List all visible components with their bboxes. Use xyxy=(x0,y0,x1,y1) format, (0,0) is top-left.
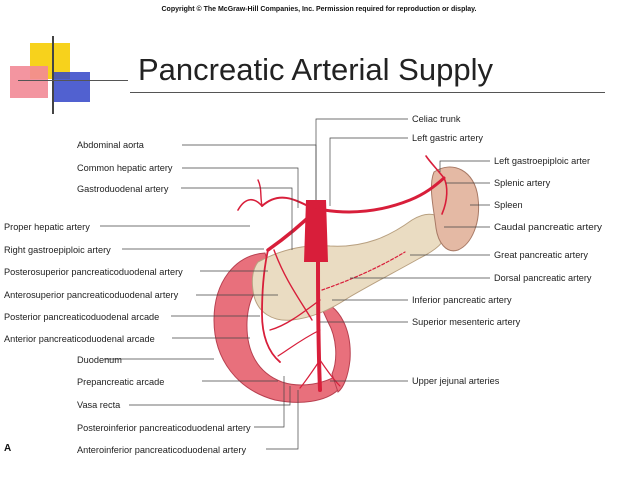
duodenum-shape xyxy=(213,252,343,403)
decor-horizontal-line xyxy=(18,80,128,81)
label-abdominal-aorta: Abdominal aorta xyxy=(77,140,145,150)
label-right-gastroepiploic-artery: Right gastroepiploic artery xyxy=(4,245,111,255)
label-inferior-pancreatic-artery: Inferior pancreatic artery xyxy=(412,295,512,305)
label-great-pancreatic-artery: Great pancreatic artery xyxy=(494,250,588,260)
leader-lines xyxy=(100,118,490,450)
decor-pink-square xyxy=(10,66,48,98)
pancreas-shape xyxy=(251,213,447,321)
label-proper-hepatic-artery: Proper hepatic artery xyxy=(4,222,90,232)
label-anteroinferior-pd-artery: Anteroinferior pancreaticoduodenal arter… xyxy=(77,445,246,455)
label-celiac-trunk: Celiac trunk xyxy=(412,114,461,124)
decor-blue-square xyxy=(52,72,90,102)
label-posterior-pd-arcade: Posterior pancreaticoduodenal arcade xyxy=(4,312,159,322)
decor-vertical-line xyxy=(52,36,54,114)
label-anterosuperior-pd-artery: Anterosuperior pancreaticoduodenal arter… xyxy=(4,290,179,300)
label-splenic-artery: Splenic artery xyxy=(494,178,551,188)
spleen-shape xyxy=(430,166,480,252)
figure-letter: A xyxy=(4,443,11,454)
copyright-notice: Copyright © The McGraw-Hill Companies, I… xyxy=(161,6,477,13)
label-gastroduodenal-artery: Gastroduodenal artery xyxy=(77,184,169,194)
label-vasa-recta: Vasa recta xyxy=(77,400,121,410)
label-superior-mesenteric-artery: Superior mesenteric artery xyxy=(412,317,521,327)
label-left-gastric-artery: Left gastric artery xyxy=(412,133,483,143)
label-posterosuperior-pd-artery: Posterosuperior pancreaticoduodenal arte… xyxy=(4,267,183,277)
label-posteroinferior-pd-artery: Posteroinferior pancreaticoduodenal arte… xyxy=(77,423,251,433)
page-title: Pancreatic Arterial Supply xyxy=(138,52,493,87)
anatomy-illustration xyxy=(213,155,480,403)
label-common-hepatic-artery: Common hepatic artery xyxy=(77,163,173,173)
title-underline xyxy=(130,92,605,93)
label-duodenum: Duodenum xyxy=(77,355,122,365)
label-spleen: Spleen xyxy=(494,200,523,210)
label-upper-jejunal-arteries: Upper jejunal arteries xyxy=(412,376,500,386)
label-anterior-pd-arcade: Anterior pancreaticoduodenal arcade xyxy=(4,334,155,344)
label-caudal-pancreatic-artery: Caudal pancreatic artery xyxy=(494,222,602,232)
label-prepancreatic-arcade: Prepancreatic arcade xyxy=(77,377,164,387)
label-dorsal-pancreatic-artery: Dorsal pancreatic artery xyxy=(494,273,592,283)
duodenum-distal xyxy=(317,299,351,393)
label-left-gastroepiploic-artery: Left gastroepiploic arter xyxy=(494,156,590,166)
